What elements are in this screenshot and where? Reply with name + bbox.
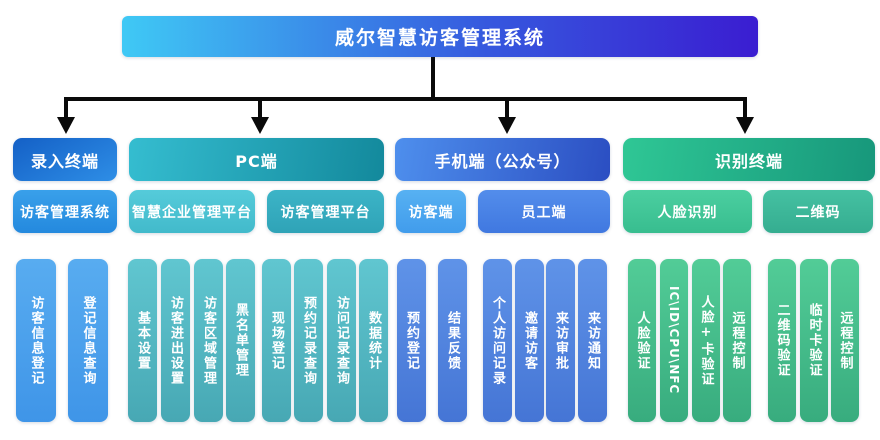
arrowhead-icon	[736, 117, 754, 134]
pill-appointment-register: 预约登记	[397, 259, 426, 422]
pill-visitor-info-register: 访客信息登记	[16, 259, 56, 422]
arrowhead-icon	[57, 117, 75, 134]
sub-header-visitor-mgmt-platform: 访客管理平台	[267, 190, 384, 233]
pill-basic-settings: 基本设置	[128, 259, 157, 422]
sub-header-visitor-side: 访客端	[396, 190, 466, 233]
branch-header-recognition: 识别终端	[623, 138, 875, 181]
branch-header-entry-terminal: 录入终端	[13, 138, 117, 181]
diagram-title: 威尔智慧访客管理系统	[122, 16, 758, 57]
arrowhead-icon	[498, 117, 516, 134]
sub-header-face-recognition: 人脸识别	[623, 190, 752, 233]
sub-header-staff-side: 员工端	[478, 190, 610, 233]
pill-blacklist-mgmt: 黑名单管理	[226, 259, 255, 422]
pill-card-types: IC\ID\CPU\NFC	[660, 259, 688, 422]
pill-result-feedback: 结果反馈	[438, 259, 467, 422]
pill-visit-notification: 来访通知	[578, 259, 607, 422]
branch-header-pc: PC端	[129, 138, 384, 181]
pill-face-verification: 人脸验证	[628, 259, 656, 422]
pill-temp-card-verification: 临时卡验证	[800, 259, 828, 422]
pill-register-info-query: 登记信息查询	[68, 259, 108, 422]
pill-visitor-area-mgmt: 访客区域管理	[194, 259, 223, 422]
pill-remote-control-1: 远程控制	[723, 259, 751, 422]
branch-header-mobile: 手机端（公众号）	[395, 138, 610, 181]
pill-onsite-register: 现场登记	[262, 259, 291, 422]
pill-visit-record-query: 访问记录查询	[327, 259, 356, 422]
pill-data-stats: 数据统计	[359, 259, 388, 422]
pill-invite-visitor: 邀请访客	[515, 259, 544, 422]
pill-appointment-record-query: 预约记录查询	[294, 259, 323, 422]
pill-visit-approval: 来访审批	[546, 259, 575, 422]
sub-header-qr-code: 二维码	[763, 190, 873, 233]
pill-remote-control-2: 远程控制	[831, 259, 859, 422]
pill-visitor-access-settings: 访客进出设置	[161, 259, 190, 422]
arrowhead-icon	[251, 117, 269, 134]
sub-header-visitor-mgmt-system: 访客管理系统	[13, 190, 117, 233]
sub-header-smart-enterprise-platform: 智慧企业管理平台	[129, 190, 255, 233]
pill-face-card-verification: 人脸+卡验证	[692, 259, 720, 422]
pill-personal-visit-records: 个人访问记录	[483, 259, 512, 422]
pill-qr-verification: 二维码验证	[768, 259, 796, 422]
